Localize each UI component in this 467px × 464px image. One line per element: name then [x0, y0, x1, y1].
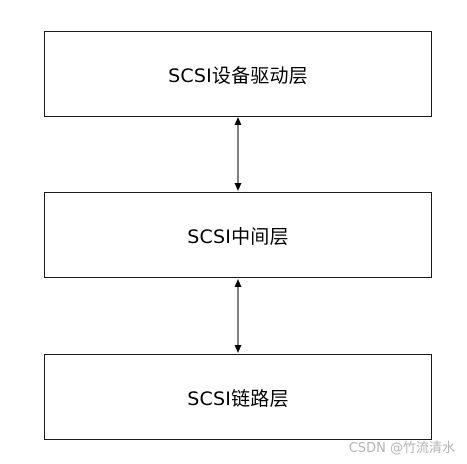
layer-box-link: SCSI链路层: [44, 354, 432, 440]
layer-box-device-driver: SCSI设备驱动层: [44, 31, 432, 117]
layer-label-middle: SCSI中间层: [187, 225, 289, 248]
layer-label-link: SCSI链路层: [187, 387, 289, 410]
layer-box-middle: SCSI中间层: [44, 192, 432, 278]
arrow-middle-to-link: [234, 279, 242, 353]
watermark-text: CSDN @竹流清水: [348, 441, 455, 456]
layer-label-device-driver: SCSI设备驱动层: [168, 64, 308, 87]
arrow-device-to-middle: [234, 117, 242, 191]
